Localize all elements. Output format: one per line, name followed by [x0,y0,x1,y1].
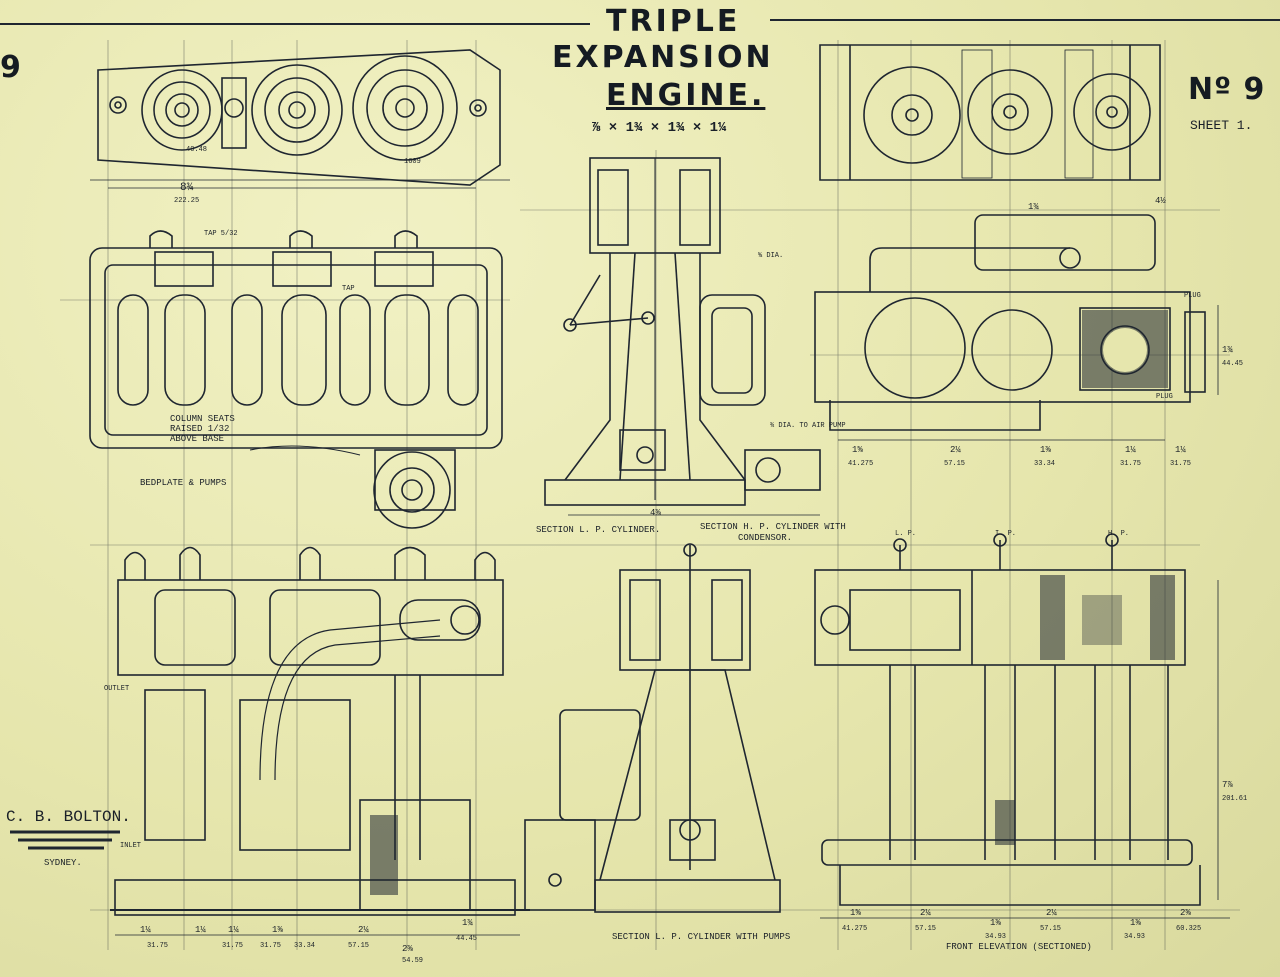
note-column-seats-3: ABOVE BASE [170,434,225,444]
sheet-border [0,19,1280,25]
dim-front-4: 1⅜ [1130,918,1141,928]
dim-right-mm-2: 33.34 [1034,460,1056,468]
dim-right-mm-1: 57.15 [944,460,966,468]
note-outlet: OUTLET [104,685,130,693]
title-line-3: ENGINE. [606,78,766,113]
bedplate-view [89,230,503,529]
dim-right-mm-0: 41.275 [848,460,874,468]
front-elevation-hatching [995,575,1175,845]
dim-front-mm-5: 60.325 [1176,925,1202,933]
dim-right-mm-4: 31.75 [1170,460,1192,468]
note-dia: ⅝ DIA. [758,252,784,260]
dim-top-left-width: 8¾ [180,182,194,194]
side-section-hatching [1082,310,1168,388]
left-sheet-number: 9 [0,50,21,85]
dim-bottom-2: 1¼ [228,925,239,935]
dim-right-1: 2¼ [950,445,961,455]
dim-bottom-mm-2: 31.75 [260,942,282,950]
section-lp-cylinder-view [544,157,821,506]
label-cylinder-hp: H. P. [1108,530,1130,538]
dim-front-mm-2: 34.93 [985,933,1007,941]
side-elevation-left [110,546,530,916]
dim-front-5: 2⅜ [1180,908,1191,918]
note-plug-1: PLUG [1184,292,1201,300]
author-underline [10,830,120,850]
dim-right-0: 1⅝ [852,445,863,455]
dim-right-2: 1⅜ [1040,445,1051,455]
dim-right-4: 1¼ [1175,445,1186,455]
dim-right-mm-3: 31.75 [1120,460,1142,468]
dim-front-3: 2¼ [1046,908,1057,918]
dim-elev-height-mm: 201.61 [1222,795,1248,803]
dim-front-mm-3: 57.15 [1040,925,1062,933]
author-city: SYDNEY. [44,858,82,868]
label-section-lp-cylinder: SECTION L. P. CYLINDER. [536,525,661,535]
label-cylinder-ip: I. P. [995,530,1017,538]
dim-bottom-mm-5: 44.45 [456,935,478,943]
author-name: C. B. BOLTON. [6,808,131,826]
title-line-1: TRIPLE [606,4,741,39]
dim-elev-height: 7⅞ [1222,780,1233,790]
pump-valve-hatching [370,815,398,895]
dim-right-top-4-1-2: 4½ [1155,196,1166,206]
dim-front-1: 2¼ [920,908,931,918]
dim-bottom-2-3-8-mm: 54.59 [402,957,424,965]
dim-mid-4-3-8: 4⅜ [650,508,661,518]
construction-lines [60,40,1240,950]
plan-view-right [819,44,1161,181]
dim-bottom-2-3-8: 2⅜ [402,944,413,954]
label-front-elevation: FRONT ELEVATION (SECTIONED) [946,942,1092,952]
front-elevation-view [814,533,1201,906]
dim-front-mm-1: 57.15 [915,925,937,933]
note-tap-2: TAP [342,285,355,293]
note-column-seats-1: COLUMN SEATS [170,414,235,424]
plan-view-left [90,49,510,186]
label-condensor: CONDENSOR. [738,533,793,543]
title-line-2: EXPANSION [552,40,774,75]
label-section-hp-cylinder: SECTION H. P. CYLINDER WITH [700,522,846,532]
note-tap-1: TAP 5/32 [204,230,238,238]
sheet-number: Nº 9 [1188,72,1266,107]
cylinder-sizes: ⅞ × 1¾ × 1¾ × 1¼ [592,120,727,136]
dim-1609: 1609 [404,158,421,166]
dim-right-3: 1¼ [1125,445,1136,455]
dim-4048: 40.48 [186,146,208,154]
label-bedplate: BEDPLATE & PUMPS [140,478,227,488]
dim-top-left-width-mm: 222.25 [174,197,200,205]
dim-front-0: 1⅝ [850,908,861,918]
note-plug-2: PLUG [1156,393,1173,401]
dim-bottom-1: 1¼ [195,925,206,935]
note-column-seats-2: RAISED 1/32 [170,424,230,434]
label-section-lp-pumps: SECTION L. P. CYLINDER WITH PUMPS [612,932,791,942]
dim-bottom-0: 1¼ [140,925,151,935]
dim-bottom-5: 1¾ [462,918,473,928]
dim-bottom-mm-3: 33.34 [294,942,316,950]
dim-right-side: 1¾ [1222,345,1233,355]
side-section-view [814,214,1206,431]
section-lp-pumps-view [524,543,781,913]
dim-right-top-1-3-4: 1¾ [1028,202,1039,212]
sheet-label: SHEET 1. [1190,118,1253,133]
label-cylinder-lp: L. P. [895,530,917,538]
dimension-lines [108,187,1230,936]
dim-bottom-mm-1: 31.75 [222,942,244,950]
dim-bottom-3: 1⅜ [272,925,283,935]
note-inlet: INLET [120,842,142,850]
dim-bottom-mm-0: 31.75 [147,942,169,950]
note-dia-to-air-pump: ¾ DIA. TO AIR PUMP [770,422,846,430]
dim-bottom-4: 2¼ [358,925,369,935]
dim-front-2: 1⅜ [990,918,1001,928]
dim-right-side-mm: 44.45 [1222,360,1244,368]
dim-front-mm-0: 41.275 [842,925,868,933]
dim-front-mm-4: 34.93 [1124,933,1146,941]
dim-bottom-mm-4: 57.15 [348,942,370,950]
